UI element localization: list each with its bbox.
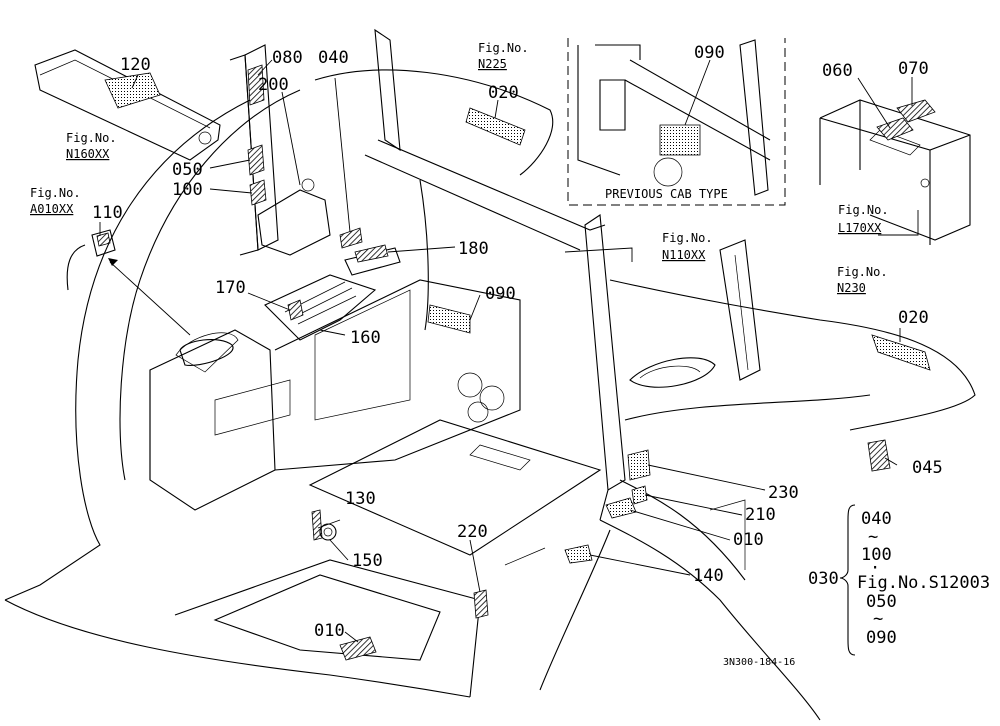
fig-ref-n230-prefix: Fig.No. [837, 265, 888, 279]
part-label-200: 200 [258, 75, 289, 95]
bracket-group-label: 030 [808, 569, 839, 589]
drawing-number: 3N300-184-16 [723, 657, 795, 668]
part-label-140: 140 [693, 566, 724, 586]
fig-ref-a010-prefix: Fig.No. [30, 186, 81, 200]
part-label-090-console: 090 [485, 284, 516, 304]
part-label-170: 170 [215, 278, 246, 298]
decal-210 [631, 485, 648, 505]
bracket-mid: 100 [861, 545, 892, 565]
sun-visor-illustration [34, 49, 221, 161]
decal-140 [564, 544, 593, 564]
bracket-box-illustration [819, 99, 971, 245]
bracket-top: 040 [861, 509, 892, 529]
fig-ref-n225: N225 [478, 57, 507, 71]
fig-ref-n160: N160XX [66, 147, 110, 161]
fig-ref-n225-prefix: Fig.No. [478, 41, 529, 55]
decal-010-floor [339, 636, 377, 661]
part-label-090-inset: 090 [694, 43, 725, 63]
bracket-bottom: 090 [866, 628, 897, 648]
decals [96, 64, 936, 661]
part-label-230: 230 [768, 483, 799, 503]
inset-caption: PREVIOUS CAB TYPE [605, 187, 728, 201]
fig-ref-l170: L170XX [838, 221, 882, 235]
decal-010-pillar [605, 497, 637, 519]
decal-180 [354, 244, 389, 263]
bracket-ref: Fig.No.S12003 [857, 573, 990, 593]
part-label-045: 045 [912, 458, 943, 478]
part-label-070: 070 [898, 59, 929, 79]
bracket-group: 040 ~ 100 · Fig.No.S12003 050 ~ 090 030 [808, 504, 990, 656]
part-label-130: 130 [345, 489, 376, 509]
figure-references: Fig.No. N225 Fig.No. N160XX Fig.No. A010… [30, 41, 889, 295]
bracket-low: 050 [866, 592, 897, 612]
bracket-tilde-1: ~ [868, 527, 878, 547]
decal-110 [96, 232, 111, 247]
decal-070 [896, 99, 936, 123]
bracket-tilde-2: ~ [873, 609, 883, 629]
decal-090-console [427, 304, 471, 334]
decal-080 [247, 64, 265, 106]
decal-045 [867, 439, 891, 472]
decal-020-left [465, 107, 526, 146]
part-label-220: 220 [457, 522, 488, 542]
part-label-180: 180 [458, 239, 489, 259]
cab-line-art [4, 28, 976, 721]
decal-090-inset [659, 124, 701, 156]
part-label-080: 080 [272, 48, 303, 68]
decal-040 [339, 227, 363, 249]
part-labels: 120 080 200 040 020 090 060 070 050 100 … [92, 43, 943, 641]
decal-170 [287, 299, 304, 321]
decal-230 [627, 449, 651, 481]
part-label-020-left: 020 [488, 83, 519, 103]
previous-cab-inset [567, 38, 786, 206]
part-label-150: 150 [352, 551, 383, 571]
fig-ref-n160-prefix: Fig.No. [66, 131, 117, 145]
decal-120 [104, 72, 161, 109]
fig-ref-a010: A010XX [30, 202, 74, 216]
lamp-illustration [66, 229, 234, 366]
part-label-020-right: 020 [898, 308, 929, 328]
decal-060 [876, 117, 914, 141]
part-label-040: 040 [318, 48, 349, 68]
fig-ref-n110: N110XX [662, 248, 706, 262]
decal-050 [247, 144, 265, 176]
part-label-100: 100 [172, 180, 203, 200]
fig-ref-n230: N230 [837, 281, 866, 295]
part-label-060: 060 [822, 61, 853, 81]
decal-100 [249, 179, 267, 206]
part-label-010-floor: 010 [314, 621, 345, 641]
part-label-210: 210 [745, 505, 776, 525]
leader-lines [99, 59, 919, 643]
part-label-010-pillar: 010 [733, 530, 764, 550]
part-label-110: 110 [92, 203, 123, 223]
part-label-050: 050 [172, 160, 203, 180]
part-label-120: 120 [120, 55, 151, 75]
decal-220 [473, 589, 489, 619]
fig-ref-l170-prefix: Fig.No. [838, 203, 889, 217]
decal-020-right [871, 334, 931, 371]
part-label-160: 160 [350, 328, 381, 348]
bracket-dot: · [870, 558, 880, 578]
fig-ref-n110-prefix: Fig.No. [662, 231, 713, 245]
